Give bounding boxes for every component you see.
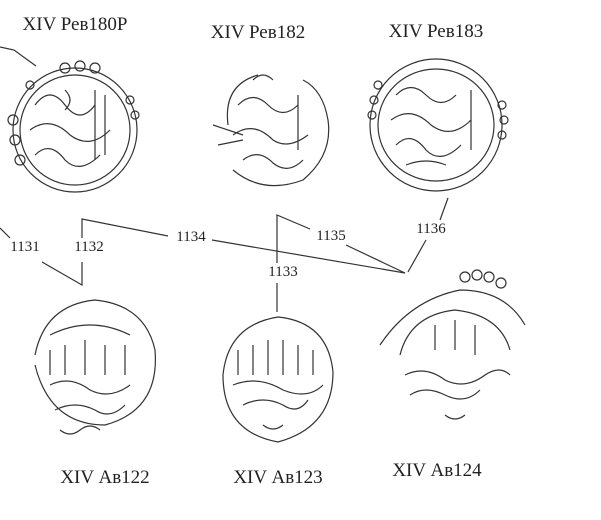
coin-drawing-av124 bbox=[379, 269, 526, 420]
link-label-1136: 1136 bbox=[415, 221, 447, 238]
link-label-1132: 1132 bbox=[73, 239, 105, 256]
coin-drawing-rev180p bbox=[7, 60, 140, 193]
link-line-1135 bbox=[345, 244, 406, 274]
link-label-1131: 1131 bbox=[9, 239, 41, 256]
link-line-top-left bbox=[0, 46, 37, 67]
link-line-1136-top bbox=[439, 197, 449, 221]
coin-label-rev182: XIV Рев182 bbox=[210, 22, 306, 43]
link-label-1133: 1133 bbox=[267, 264, 299, 281]
coin-label-rev180p: XIV Рев180Р bbox=[22, 14, 128, 35]
link-line-1131-1132 bbox=[41, 261, 83, 287]
link-line-1131 bbox=[0, 227, 11, 239]
coin-label-av123: XIV Ав123 bbox=[233, 467, 323, 488]
coin-drawing-av123 bbox=[222, 316, 334, 443]
coin-label-av124: XIV Ав124 bbox=[392, 460, 482, 481]
link-line-1133 bbox=[276, 214, 311, 263]
link-line-1132-1134 bbox=[81, 218, 169, 238]
coin-label-av122: XIV Ав122 bbox=[60, 467, 150, 488]
coin-drawing-rev183 bbox=[367, 58, 509, 192]
link-label-1134: 1134 bbox=[175, 229, 207, 246]
link-line-1136-bottom bbox=[407, 239, 427, 273]
coin-drawing-av122 bbox=[34, 299, 157, 435]
link-line-1134 bbox=[211, 239, 406, 274]
coin-label-rev183: XIV Рев183 bbox=[388, 21, 484, 42]
link-label-1135: 1135 bbox=[315, 228, 347, 245]
coin-drawing-rev182 bbox=[212, 74, 330, 187]
